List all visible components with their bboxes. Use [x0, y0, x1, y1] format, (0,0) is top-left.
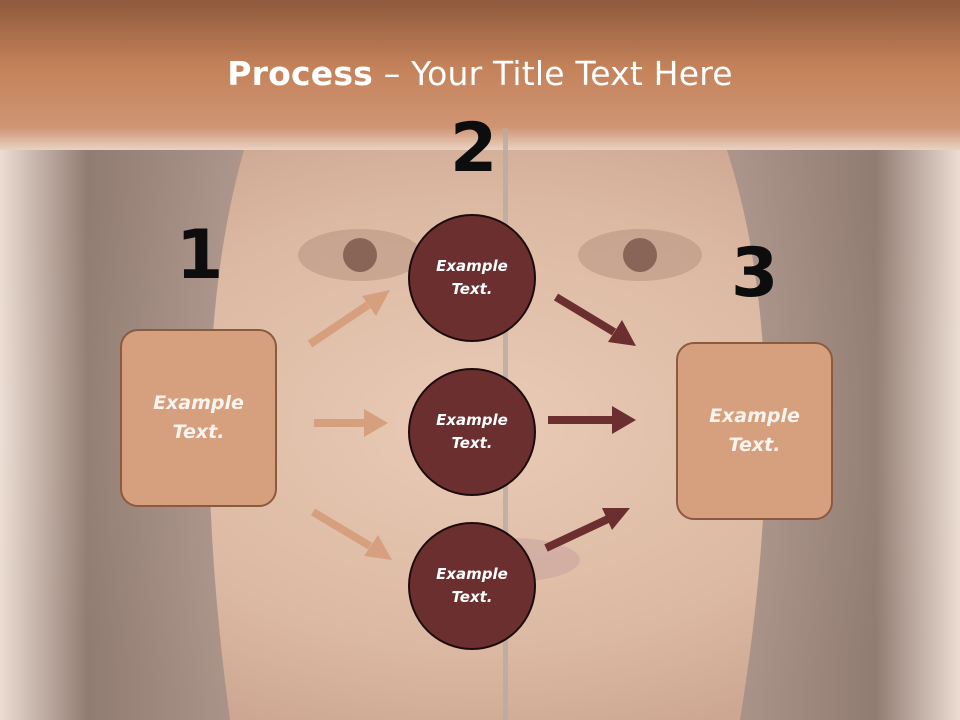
- arrow-to-top-icon: [307, 290, 390, 348]
- circle-top-text: Example Text.: [436, 257, 508, 298]
- circle-bottom-text: Example Text.: [436, 565, 508, 606]
- step-number-1: 1: [176, 216, 224, 295]
- left-box[interactable]: Example Text.: [120, 329, 277, 507]
- right-box-text: Example Text.: [709, 405, 800, 456]
- circle-middle[interactable]: Example Text.: [408, 368, 536, 496]
- title-rest: – Your Title Text Here: [373, 54, 733, 93]
- arrow-to-bottom-icon: [310, 508, 392, 560]
- slide-title: Process – Your Title Text Here: [0, 54, 960, 93]
- title-bold: Process: [227, 54, 374, 93]
- arrow-to-middle-icon: [314, 409, 388, 437]
- circle-top[interactable]: Example Text.: [408, 214, 536, 342]
- circle-bottom[interactable]: Example Text.: [408, 522, 536, 650]
- right-box[interactable]: Example Text.: [676, 342, 833, 520]
- step-number-3: 3: [731, 234, 779, 313]
- step-number-2: 2: [450, 109, 498, 188]
- arrow-from-bottom-icon: [544, 508, 630, 552]
- left-box-text: Example Text.: [153, 392, 244, 443]
- circle-middle-text: Example Text.: [436, 411, 508, 452]
- arrow-from-top-icon: [553, 293, 636, 346]
- arrow-from-middle-icon: [548, 406, 636, 434]
